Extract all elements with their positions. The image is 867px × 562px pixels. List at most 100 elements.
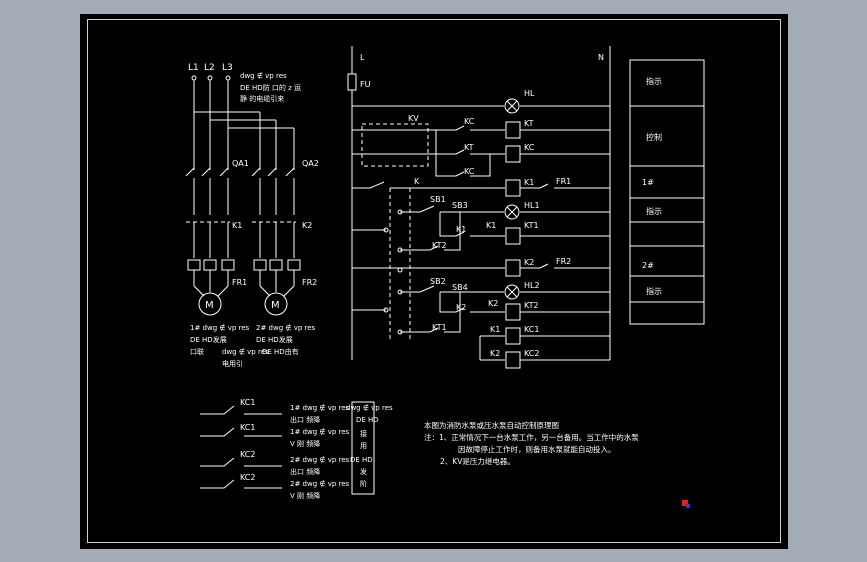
kv-relay-box [361, 123, 429, 167]
notes-line-3: 2、KV是压力继电器。 [440, 456, 515, 466]
notes-line-1: 注：1、正常情况下一台水泵工作，另一台备用。当工作中的水泵 [424, 432, 639, 442]
fr1-power-label: FR1 [232, 278, 247, 287]
kt2-contact-label: KT2 [432, 241, 447, 250]
motor-2 [264, 292, 288, 316]
ucs-marker-icon [682, 500, 690, 508]
contacts-side-box [351, 401, 375, 495]
side-text-4: 用 [360, 442, 367, 450]
lamp-hl2 [504, 284, 520, 300]
k1-aux2-label: K1 [486, 221, 496, 230]
lamp-hl [504, 98, 520, 114]
fuse [347, 73, 357, 91]
qa2-label: QA2 [302, 159, 319, 168]
contact-row-2-desc2: V 刚 频降 [290, 439, 320, 448]
legend-row-6: 2# [642, 261, 654, 270]
power-note-line3: 静 的电缆引来 [240, 94, 284, 103]
legend-row-2: 控制 [646, 132, 662, 142]
k1-aux-label: K1 [456, 225, 466, 234]
power-note-line2: DE HD防 口的 z 运 [240, 83, 301, 92]
cad-viewport[interactable] [80, 14, 788, 549]
motor1-caption-2: DE HD发展 [190, 335, 227, 344]
side-text-5: DE HD [350, 456, 373, 464]
contact-row-4-desc2: V 刚 频降 [290, 491, 320, 500]
motor-2-label: M [271, 300, 280, 311]
qa1-label: QA1 [232, 159, 249, 168]
terminal-l2 [207, 75, 213, 81]
phase-l2-label: L2 [204, 63, 215, 73]
contact-row-4-label: KC2 [240, 473, 255, 482]
motor2-caption-1: 2# dwg ∉ vp res [256, 324, 316, 332]
kv-label: KV [408, 114, 419, 123]
motor2-caption-2: DE HD发展 [256, 335, 293, 344]
power-circuit: L1 L2 L3 dwg ∉ vp res DE HD防 口的 z 运 静 的电… [185, 63, 319, 368]
kc-coil-label: KC [524, 143, 535, 152]
legend-row-4: 指示 [646, 206, 662, 216]
fr1-ctrl-label: FR1 [556, 177, 571, 186]
sb3-label: SB3 [452, 201, 468, 210]
k2-aux2-label: K2 [488, 299, 498, 308]
legend-table: 指示 控制 1# 指示 2# 指示 [629, 59, 705, 325]
contact-row-3-desc1: 2# dwg ∉ vp res [290, 456, 350, 464]
contact-row-4-desc1: 2# dwg ∉ vp res [290, 480, 350, 488]
motor2-caption-4: DE HD由有 [262, 347, 299, 356]
kt-coil-label: KT [524, 119, 534, 128]
fr2-ctrl-label: FR2 [556, 257, 571, 266]
hl1-label: HL1 [524, 201, 540, 210]
side-text-2: DE HD [356, 416, 379, 424]
sb4-label: SB4 [452, 283, 468, 292]
fuse-label: FU [360, 80, 371, 89]
contact-row-1-label: KC1 [240, 398, 255, 407]
motor2-caption-3: dwg ∉ vp res [222, 348, 269, 356]
contact-row-1-desc1: 1# dwg ∉ vp res [290, 404, 350, 412]
contact-row-2-desc1: 1# dwg ∉ vp res [290, 428, 350, 436]
fr2-power-label: FR2 [302, 278, 317, 287]
kt2-coil-label: KT2 [524, 301, 539, 310]
sb2-label: SB2 [430, 277, 446, 286]
terminal-l1 [191, 75, 197, 81]
drawing-border [87, 19, 781, 543]
kc1-coil-label: KC1 [524, 325, 539, 334]
power-note-line1: dwg ∉ vp res [240, 72, 287, 80]
kc-contact-label: KC [464, 117, 475, 126]
kt-contact-label: KT [464, 143, 474, 152]
k1-power-label: K1 [232, 221, 242, 230]
side-text-1: dwg ∉ vp res [346, 404, 393, 412]
k2-power-label: K2 [302, 221, 312, 230]
phase-l1-label: L1 [188, 63, 199, 73]
sb1-label: SB1 [430, 195, 446, 204]
notes: 本图为消防水泵或压水泵自动控制原理图 注：1、正常情况下一台水泵工作，另一台备用… [424, 420, 639, 466]
bus-l-label: L [360, 53, 365, 62]
contact-row-3-label: KC2 [240, 450, 255, 459]
kc-aux-label: KC [464, 167, 475, 176]
kt1-contact-label: KT1 [432, 323, 447, 332]
hl2-label: HL2 [524, 281, 540, 290]
motor1-caption-1: 1# dwg ∉ vp res [190, 324, 250, 332]
motor2-caption-5: 电用引 [222, 359, 243, 368]
motor1-caption-3: 口联 [190, 347, 204, 356]
motor-1 [198, 292, 222, 316]
legend-row-1: 指示 [646, 76, 662, 86]
lamp-hl1 [504, 204, 520, 220]
hl-label: HL [524, 89, 535, 98]
control-circuit: L N FU HL KV KC KT KT KC KC K K1 FR1 SB [347, 46, 611, 369]
notes-line-2: 因故障停止工作时，则备用水泵就能自动投入。 [458, 444, 616, 454]
legend-row-7: 指示 [646, 286, 662, 296]
terminal-l3 [225, 75, 231, 81]
phase-l3-label: L3 [222, 63, 233, 73]
k2-aux-label: K2 [456, 303, 466, 312]
k1-kc1-label: K1 [490, 325, 500, 334]
legend-row-3: 1# [642, 178, 654, 187]
contact-row-3-desc2: 出口 频降 [290, 467, 320, 476]
selector-contacts [383, 209, 403, 335]
contact-row-2-label: KC1 [240, 423, 255, 432]
k2-coil-label: K2 [524, 258, 534, 267]
contacts-table: KC1 KC1 KC2 KC2 1# dwg ∉ vp res 出口 频降 1#… [200, 398, 393, 500]
side-text-3: 接 [360, 429, 367, 438]
kc2-coil-label: KC2 [524, 349, 539, 358]
k-switch-label: K [414, 177, 420, 186]
side-text-6: 发 [360, 467, 367, 476]
notes-title: 本图为消防水泵或压水泵自动控制原理图 [424, 420, 559, 430]
side-text-7: 阶 [360, 479, 367, 488]
bus-n-label: N [598, 53, 604, 62]
